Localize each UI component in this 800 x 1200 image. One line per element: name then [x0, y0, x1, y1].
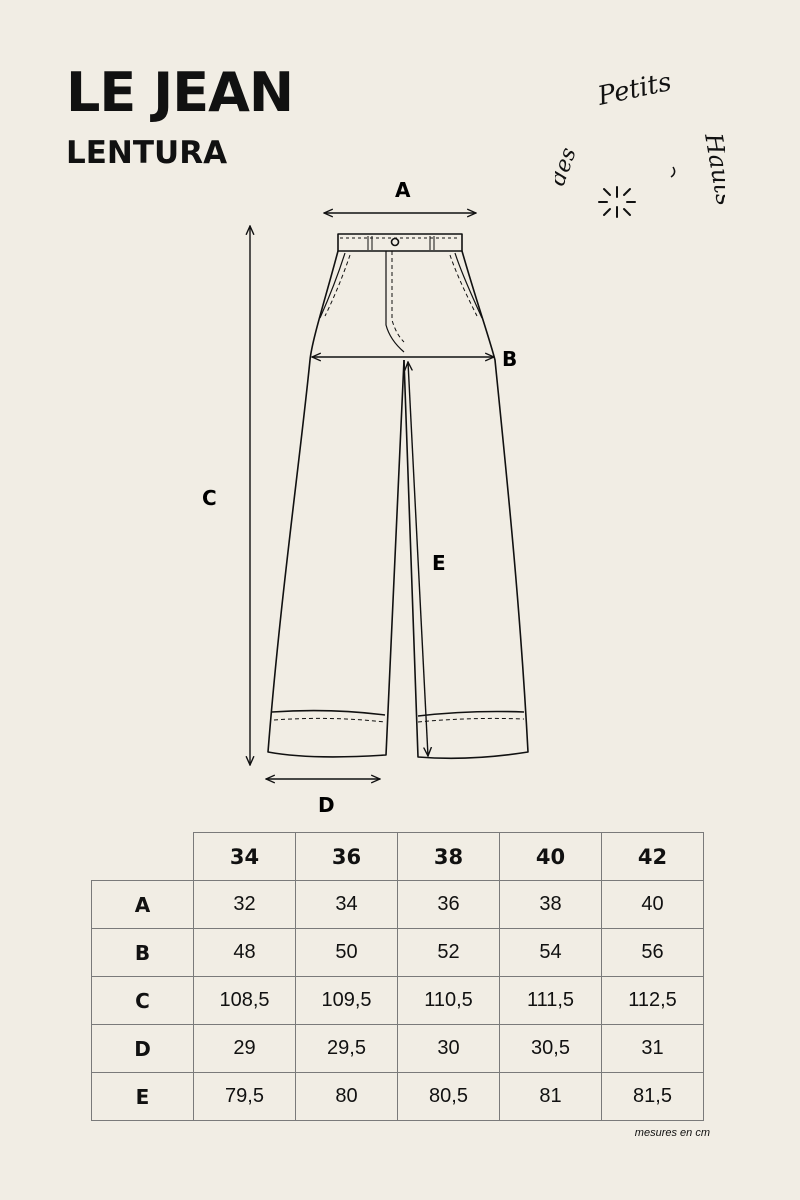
table-cell: 52 — [397, 928, 500, 977]
table-cell: 30,5 — [499, 1024, 602, 1073]
table-cell: 81,5 — [601, 1072, 704, 1121]
label-e: E — [432, 551, 446, 575]
table-cell: 31 — [601, 1024, 704, 1073]
size-header: 34 — [193, 832, 296, 881]
table-corner — [91, 832, 194, 881]
table-cell: 109,5 — [295, 976, 398, 1025]
product-name: LENTURA — [66, 135, 228, 171]
table-row: D 29 29,5 30 30,5 31 — [91, 1024, 704, 1073]
jeans-outline — [267, 233, 529, 760]
measurement-label: E — [91, 1072, 194, 1121]
brand-logo: des Petits Hauts — [555, 67, 725, 218]
label-d: D — [318, 793, 335, 817]
table-cell: 54 — [499, 928, 602, 977]
table-cell: 30 — [397, 1024, 500, 1073]
table-cell: 32 — [193, 880, 296, 929]
table-cell: 40 — [601, 880, 704, 929]
table-cell: 29,5 — [295, 1024, 398, 1073]
table-cell: 34 — [295, 880, 398, 929]
trousers-diagram: A B C D E — [202, 178, 529, 817]
size-chart-table: 34 36 38 40 42 A 32 34 36 38 40 B 48 50 … — [91, 832, 704, 1121]
size-header: 40 — [499, 832, 602, 881]
measurement-label: A — [91, 880, 194, 929]
size-header: 42 — [601, 832, 704, 881]
stitching — [273, 237, 525, 723]
table-cell: 29 — [193, 1024, 296, 1073]
table-cell: 81 — [499, 1072, 602, 1121]
units-note: mesures en cm — [634, 1127, 710, 1139]
table-cell: 112,5 — [601, 976, 704, 1025]
table-cell: 80 — [295, 1072, 398, 1121]
table-cell: 79,5 — [193, 1072, 296, 1121]
table-row: B 48 50 52 54 56 — [91, 928, 704, 977]
measurement-label: D — [91, 1024, 194, 1073]
size-header-row: 34 36 38 40 42 — [91, 832, 704, 881]
label-c: C — [202, 486, 217, 510]
measurement-lines — [250, 213, 494, 779]
sun-icon — [598, 186, 636, 218]
table-cell: 80,5 — [397, 1072, 500, 1121]
table-cell: 56 — [601, 928, 704, 977]
table-row: C 108,5 109,5 110,5 111,5 112,5 — [91, 976, 704, 1025]
size-header: 38 — [397, 832, 500, 881]
table-row: E 79,5 80 80,5 81 81,5 — [91, 1072, 704, 1121]
table-cell: 108,5 — [193, 976, 296, 1025]
table-cell: 48 — [193, 928, 296, 977]
table-cell: 50 — [295, 928, 398, 977]
measurement-label: C — [91, 976, 194, 1025]
label-b: B — [502, 347, 517, 371]
table-row: A 32 34 36 38 40 — [91, 880, 704, 929]
measurement-label: B — [91, 928, 194, 977]
table-cell: 111,5 — [499, 976, 602, 1025]
dimension-e-line — [408, 362, 428, 756]
page-title: LE JEAN — [66, 61, 294, 124]
table-cell: 110,5 — [397, 976, 500, 1025]
table-cell: 36 — [397, 880, 500, 929]
table-cell: 38 — [499, 880, 602, 929]
size-header: 36 — [295, 832, 398, 881]
label-a: A — [395, 178, 411, 202]
